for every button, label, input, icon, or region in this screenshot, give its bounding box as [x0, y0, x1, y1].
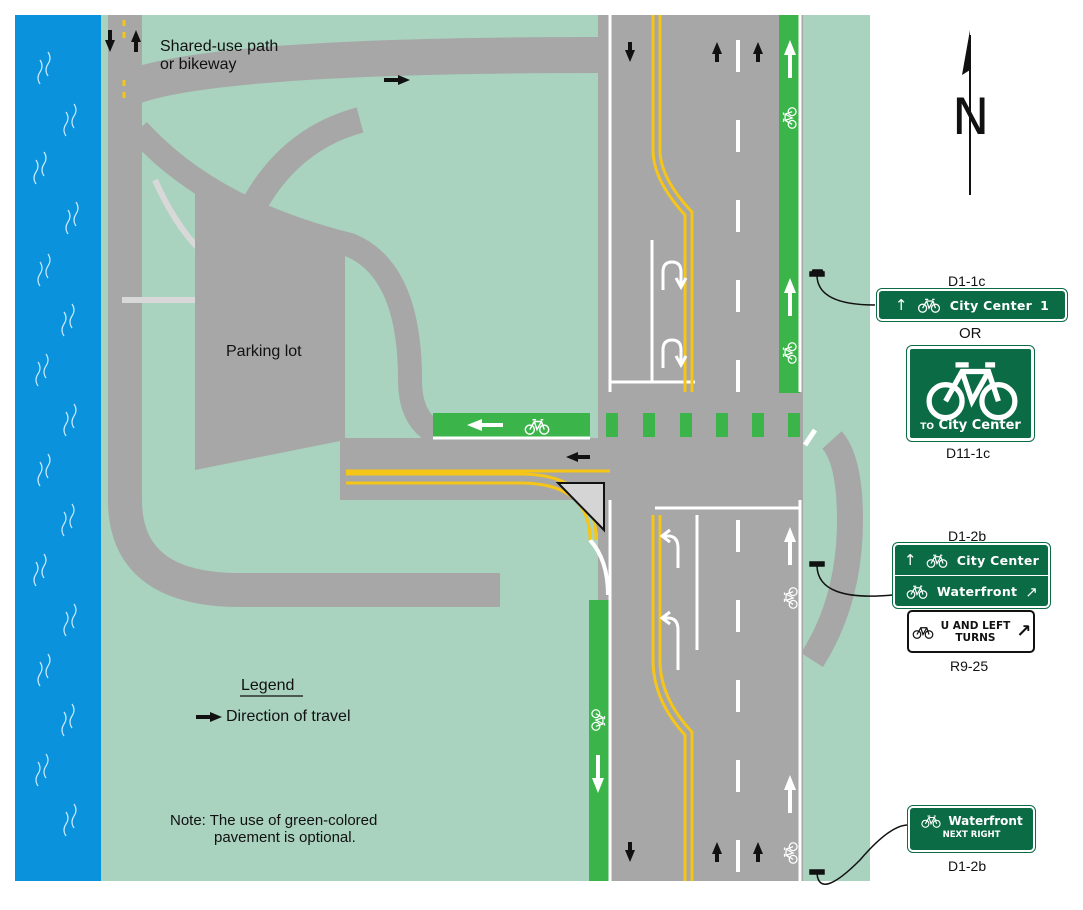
parking-lot	[195, 180, 345, 470]
bike-lane-south	[589, 600, 610, 881]
sign-d1-1c: ↑ City Center 1	[876, 288, 1068, 322]
water-ripples	[33, 51, 79, 837]
sign-d11-1c: TO City Center	[906, 345, 1035, 442]
bicycle-icon	[920, 814, 942, 828]
sign-d1-2b-bottom: Waterfront NEXT RIGHT	[907, 805, 1036, 853]
sign-r9-25: U AND LEFT TURNS ↗	[907, 610, 1035, 653]
centerlines	[122, 15, 694, 881]
bike-lane-west	[433, 413, 590, 437]
legend-item: Direction of travel	[226, 708, 351, 725]
arrow-up-icon: ↑	[894, 296, 908, 314]
sign-text: City Center	[949, 297, 1033, 313]
sign-d1-2b-top: ↑ City Center Waterfront ↗	[892, 542, 1051, 609]
bicycle-icon	[916, 297, 942, 313]
lane-lines	[433, 15, 818, 881]
compass-letter: N	[952, 88, 990, 146]
arrow-icon	[105, 30, 796, 862]
sign-code-d1-2b-bottom: D1-2b	[948, 858, 987, 874]
sign-code-r9-25: R9-25	[950, 658, 989, 674]
bike-crossing-markings	[606, 413, 800, 437]
legend-title: Legend	[241, 677, 295, 694]
turn-arrow-icon	[659, 260, 688, 670]
bicycle-icon	[922, 355, 1022, 421]
water-area	[15, 15, 101, 881]
path-label: Shared-use path or bikeway	[160, 38, 279, 73]
sign-code-d11-1c: D11-1c	[946, 445, 991, 461]
traffic-island	[555, 482, 605, 533]
sign-code-d1-2b-top: D1-2b	[948, 528, 987, 544]
north-arrow-icon	[962, 30, 971, 195]
bicycle-icon	[925, 553, 949, 568]
note-text: Note: The use of green-colored pavement …	[170, 812, 378, 846]
parking-label: Parking lot	[226, 343, 302, 360]
or-label: OR	[959, 325, 982, 342]
bicycle-icon	[912, 627, 933, 639]
bicycle-icon	[905, 584, 929, 599]
sign-leaders	[809, 269, 909, 885]
sign-code-d1-1c: D1-1c	[948, 273, 986, 289]
sign-distance: 1	[1040, 297, 1050, 313]
